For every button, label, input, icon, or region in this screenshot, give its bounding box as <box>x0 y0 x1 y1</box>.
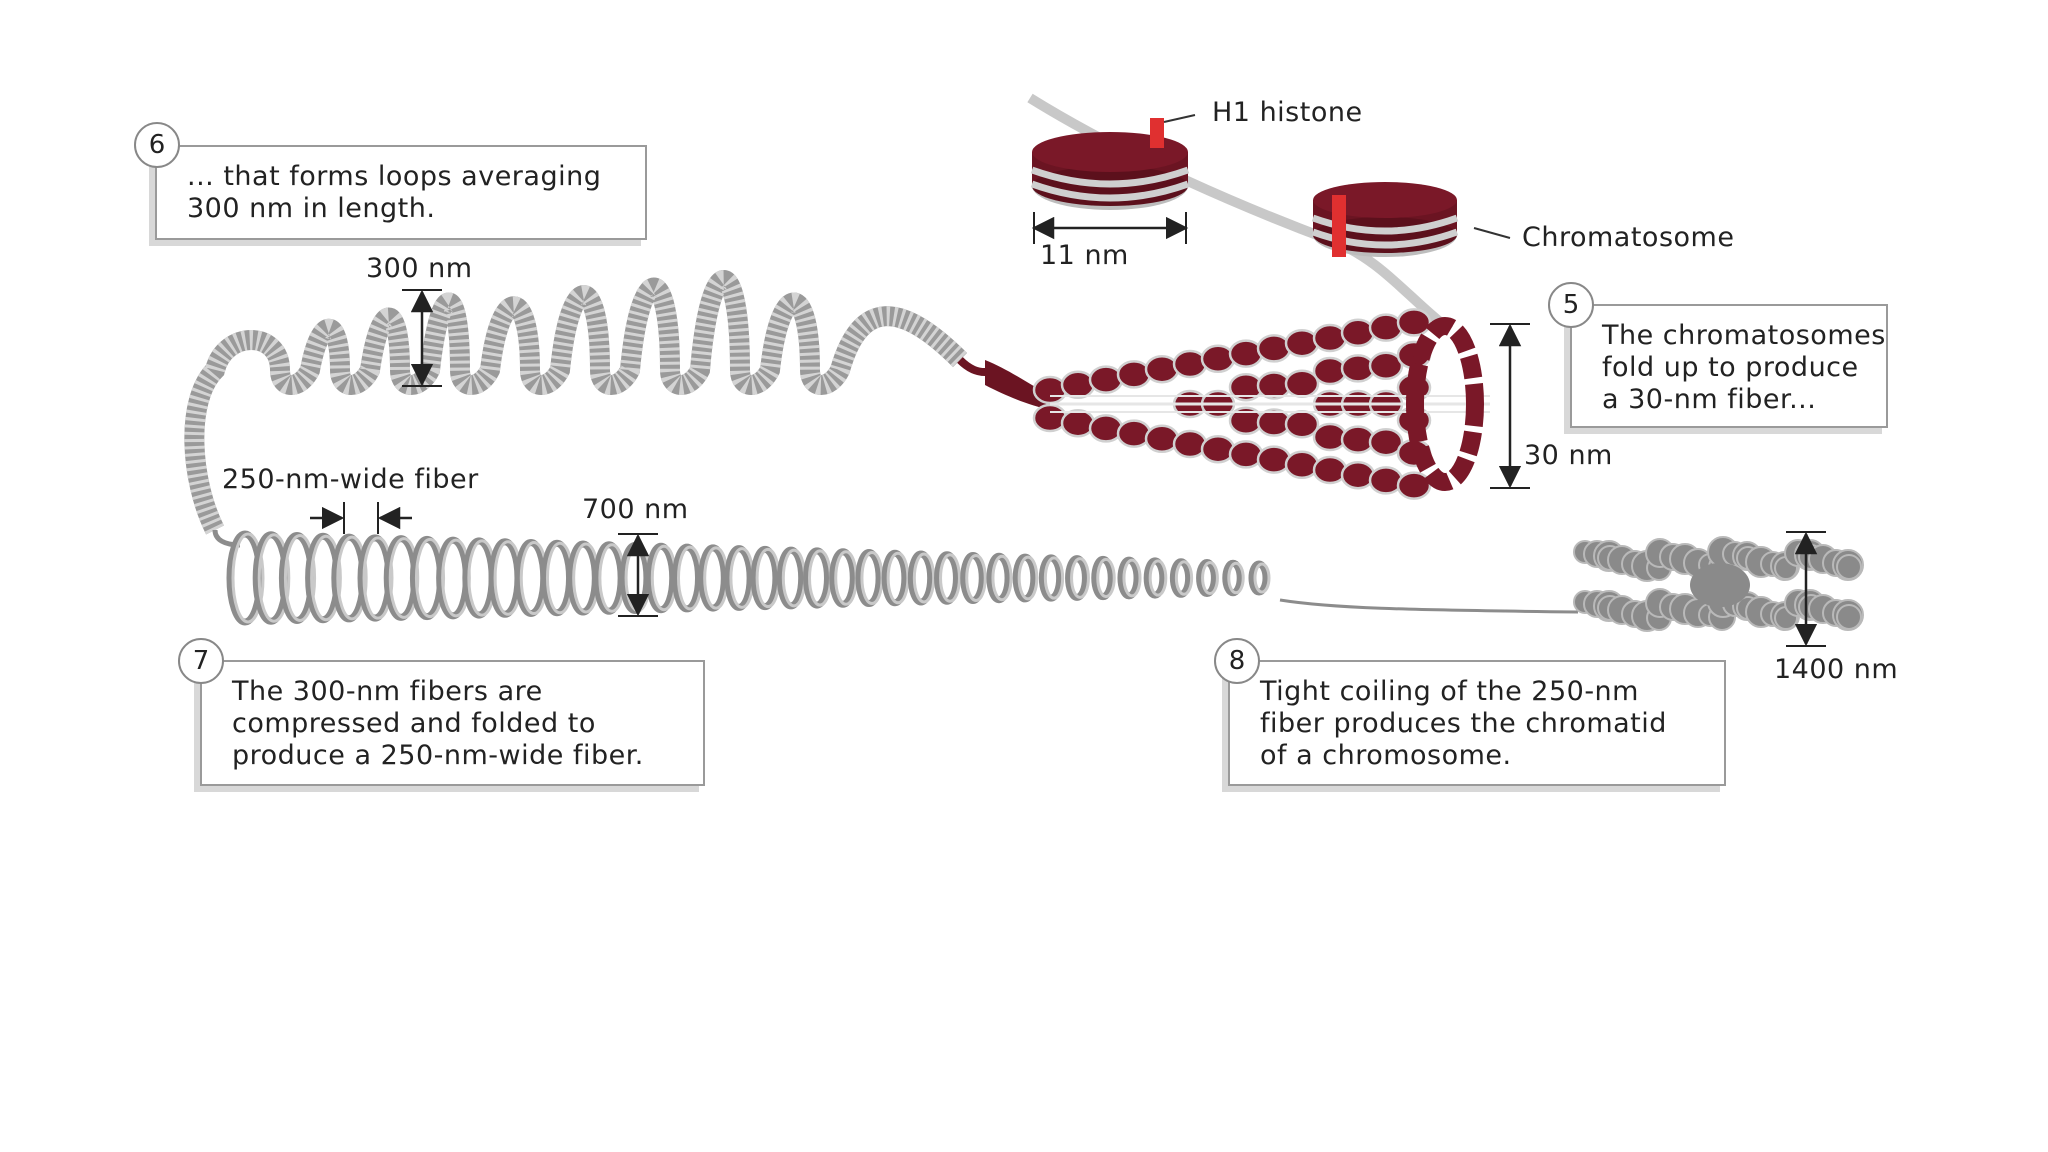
step-7-line-2: compressed and folded to <box>232 708 596 739</box>
step-6-callout: ... that forms loops averaging 300 nm in… <box>155 145 647 240</box>
label-30nm: 30 nm <box>1524 440 1613 471</box>
nucleosome-icon <box>1030 132 1190 210</box>
step-8-line-3: of a chromosome. <box>1260 740 1512 771</box>
fiber-30nm <box>985 308 1490 500</box>
chromatid <box>1573 536 1864 632</box>
label-300nm: 300 nm <box>366 253 473 284</box>
step-7-line-3: produce a 250-nm-wide fiber. <box>232 740 644 771</box>
step-8-line-1: Tight coiling of the 250-nm <box>1260 676 1639 707</box>
step-5-line-2: fold up to produce <box>1602 352 1859 383</box>
step-6-number: 6 <box>134 122 180 168</box>
loops-300nm <box>184 270 986 535</box>
step-6-line-1: ... that forms loops averaging <box>187 161 602 192</box>
h1-leader <box>1163 114 1196 123</box>
step-8-line-2: fiber produces the chromatid <box>1260 708 1667 739</box>
step-5-callout: The chromatosomes fold up to produce a 3… <box>1570 304 1888 428</box>
label-250nm-fiber: 250-nm-wide fiber <box>222 464 479 495</box>
step-8-callout: Tight coiling of the 250-nm fiber produc… <box>1228 660 1726 786</box>
step-5-line-1: The chromatosomes <box>1602 320 1886 351</box>
chromatosome-leader <box>1473 227 1511 239</box>
step-7-number: 7 <box>178 638 224 684</box>
step-7-line-1: The 300-nm fibers are <box>232 676 543 707</box>
label-h1-histone: H1 histone <box>1212 97 1363 128</box>
step-7-callout: The 300-nm fibers are compressed and fol… <box>200 660 705 786</box>
chromatosome-icon <box>1311 182 1459 257</box>
label-700nm: 700 nm <box>582 494 689 525</box>
label-11nm: 11 nm <box>1040 240 1129 271</box>
step-8-number: 8 <box>1214 638 1260 684</box>
step-5-number: 5 <box>1548 282 1594 328</box>
label-chromatosome: Chromatosome <box>1522 222 1735 253</box>
label-1400nm: 1400 nm <box>1774 654 1899 685</box>
chromatosome-linker-marker <box>1332 195 1346 257</box>
h1-histone-marker <box>1150 118 1164 148</box>
step-5-line-3: a 30-nm fiber... <box>1602 384 1817 415</box>
step-6-line-2: 300 nm in length. <box>187 193 436 224</box>
fiber-250nm-coil <box>212 529 1579 626</box>
